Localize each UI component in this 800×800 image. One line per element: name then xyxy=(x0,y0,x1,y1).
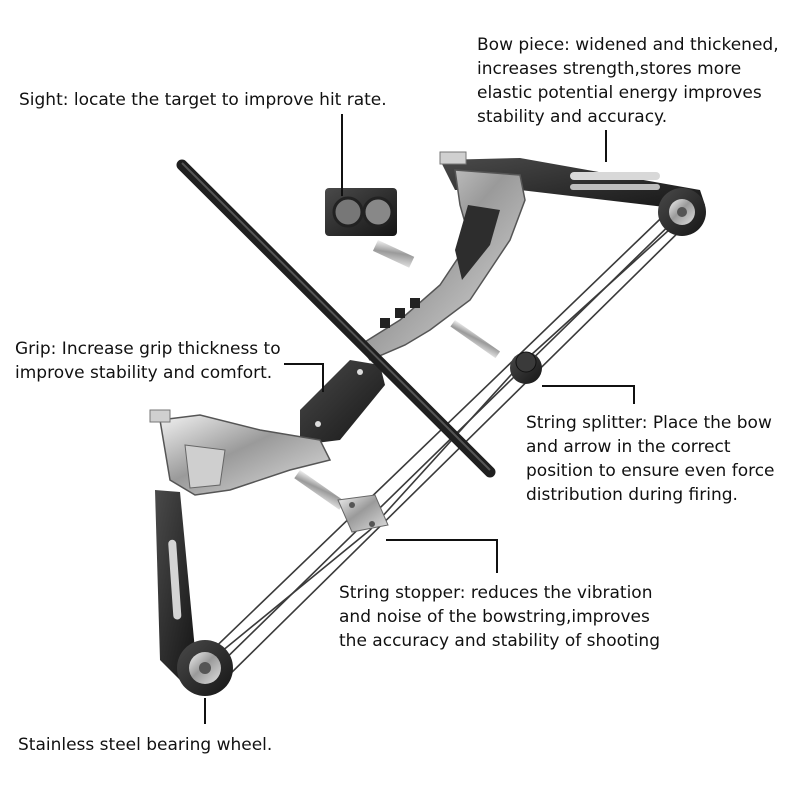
sight xyxy=(325,188,415,268)
grip xyxy=(300,360,385,445)
string-splitter xyxy=(450,320,542,384)
lower-limb xyxy=(149,409,195,680)
callout-string-splitter: String splitter: Place the bow and arrow… xyxy=(526,413,775,505)
arrow-rod xyxy=(176,159,496,478)
leader-lines xyxy=(204,114,635,724)
upper-limb xyxy=(439,151,705,210)
leader-line-grip xyxy=(284,363,324,392)
riser-lower xyxy=(159,414,332,496)
callout-sight: Sight: locate the target to improve hit … xyxy=(19,90,387,110)
string-stopper xyxy=(294,470,389,533)
callout-string-stopper: String stopper: reduces the vibration an… xyxy=(339,583,660,651)
leader-line-stopper xyxy=(386,539,498,573)
bottom-bearing-wheel xyxy=(177,640,233,696)
callout-grip: Grip: Increase grip thickness to improve… xyxy=(15,339,281,383)
callout-bow-piece: Bow piece: widened and thickened, increa… xyxy=(477,35,779,127)
leader-line-splitter xyxy=(542,385,635,404)
callout-bearing-wheel: Stainless steel bearing wheel. xyxy=(18,735,273,755)
riser-upper xyxy=(358,169,526,361)
top-cam-wheel xyxy=(658,188,706,236)
